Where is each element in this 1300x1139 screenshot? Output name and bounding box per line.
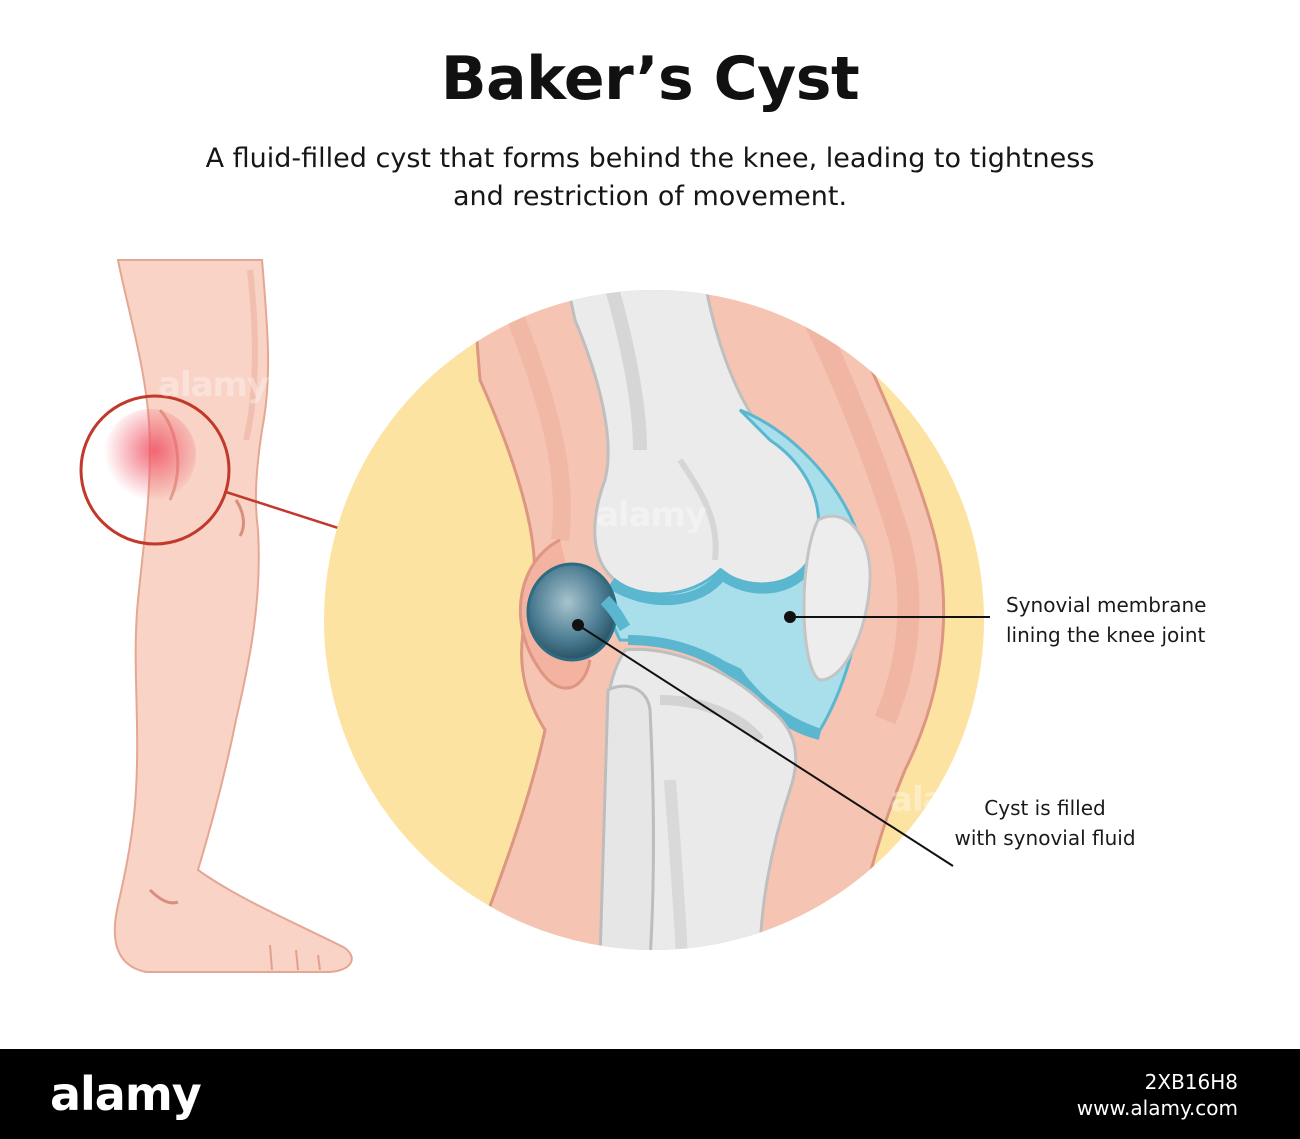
image-id: 2XB16H8 (1144, 1070, 1238, 1094)
cyst-fluid-label: Cyst is filled with synovial fluid (954, 796, 1136, 850)
highlight-ring (79, 394, 231, 546)
knee-zoom-circle (324, 290, 984, 950)
page-title: Baker’s Cyst (440, 44, 860, 114)
page-subtitle: A fluid-filled cyst that forms behind th… (0, 140, 1300, 216)
subtitle-line-1: A fluid-filled cyst that forms behind th… (205, 143, 1095, 174)
synovial-membrane-label: Synovial membrane lining the knee joint (1006, 593, 1207, 647)
footer-bar: alamy 2XB16H8 www.alamy.com (0, 1049, 1300, 1139)
footer-info: 2XB16H8 www.alamy.com (1077, 1069, 1238, 1121)
subtitle-line-2: and restriction of movement. (452, 181, 848, 212)
watermark: alamy (890, 780, 1001, 820)
knee-illustration (79, 259, 990, 973)
footer-logo: alamy (50, 1067, 202, 1121)
watermark: alamy (596, 495, 707, 535)
watermark: alamy (158, 365, 269, 405)
fibula-bone (598, 684, 655, 950)
bakers-cyst (526, 562, 618, 662)
patella-bone (802, 514, 872, 682)
site-url: www.alamy.com (1076, 1096, 1238, 1120)
leg-illustration (79, 259, 353, 973)
cyst-pointer-line (577, 624, 954, 867)
